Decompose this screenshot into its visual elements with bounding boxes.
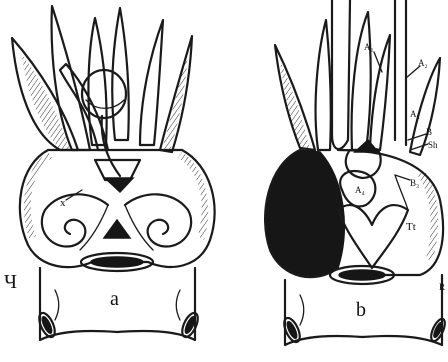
panel-a-column xyxy=(102,116,120,176)
panel-a-stigma xyxy=(95,160,140,180)
panel-b-label-a2: A₂ xyxy=(418,58,428,68)
panel-b-heart xyxy=(338,205,408,268)
panel-b-label-b3: B₃ xyxy=(410,178,419,188)
leader-b3 xyxy=(395,175,410,180)
panel-b-caption: b xyxy=(356,299,366,321)
panel-b-dark-sac xyxy=(265,150,344,277)
panel-a-caption: a xyxy=(110,288,119,310)
panel-a-bract-right xyxy=(140,20,163,145)
panel-a-body xyxy=(20,150,215,267)
panel-b-bract-3 xyxy=(370,35,390,150)
panel-a-spiral-left xyxy=(42,194,108,246)
panel-b-label-a3: A₃ xyxy=(410,109,420,119)
panel-a-label-x: x xyxy=(60,197,66,209)
panel-b-label-tt: Tt xyxy=(406,221,416,233)
leader-b xyxy=(408,134,426,140)
panel-b-bract-2 xyxy=(316,20,331,150)
panel-b-bract-left xyxy=(275,45,315,150)
panel-b-label-a1: A₁ xyxy=(364,42,374,52)
panel-b-stalk-left xyxy=(332,0,350,149)
panel-b-label-a4: A₄ xyxy=(355,185,365,195)
leader-sh xyxy=(410,144,428,150)
panel-b-bract-stippled xyxy=(352,12,371,150)
panel-b-tube-opening xyxy=(339,270,385,280)
panel-a-tube-opening xyxy=(91,257,143,267)
panel-b-label-r: R xyxy=(439,282,445,292)
panel-a-center-mark xyxy=(104,220,130,238)
panel-a-spiral-right xyxy=(125,194,191,246)
panel-b-drawing xyxy=(265,0,448,345)
panel-b-label-b: B xyxy=(426,127,432,137)
panel-a-stigma-dark xyxy=(105,178,133,192)
panel-b-column xyxy=(346,150,381,178)
corner-mark: Ч xyxy=(4,271,17,293)
panel-b-label-sh: Sh xyxy=(428,140,438,150)
